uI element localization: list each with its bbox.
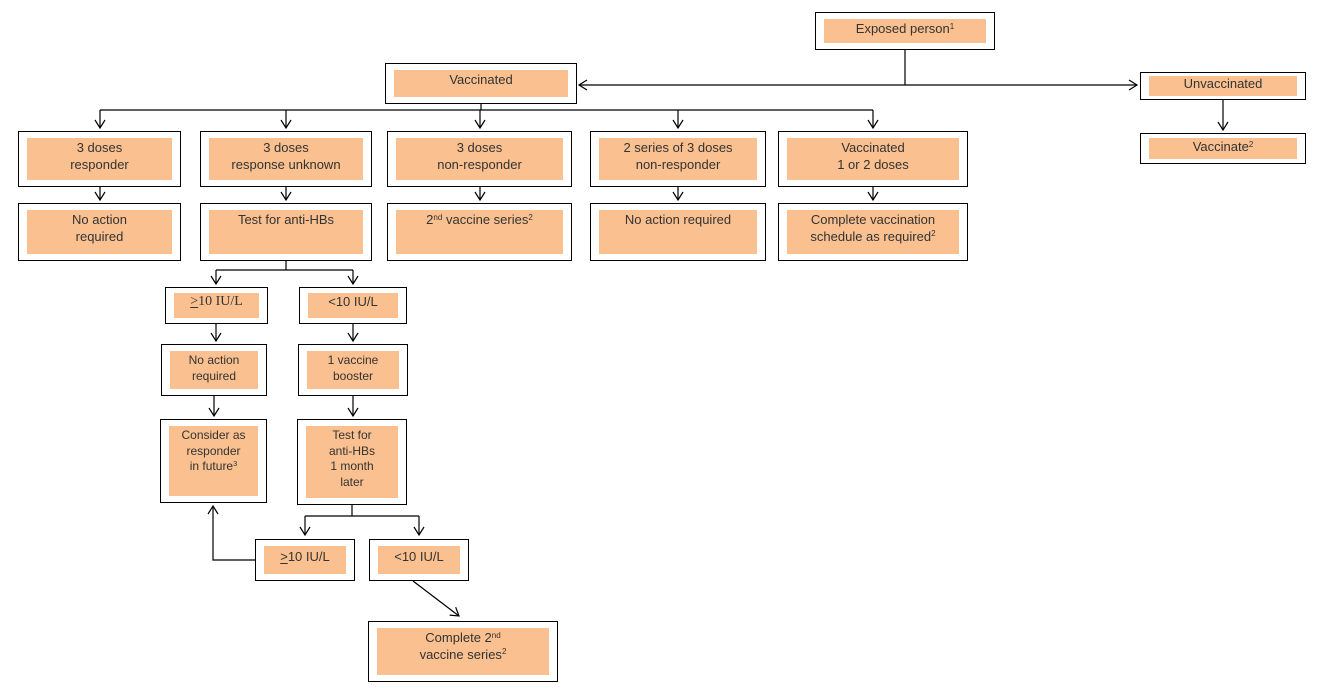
node-ge10-iul-2-label: >10 IU/L <box>264 546 346 574</box>
node-lt10-iul-1-label: <10 IU/L <box>308 293 398 318</box>
connector-test1month-down <box>305 505 419 517</box>
node-ge10-iul-1-label: >10 IU/L <box>174 293 259 318</box>
node-vaccinate: Vaccinate2 <box>1140 133 1306 164</box>
node-exposed-person: Exposed person1 <box>815 12 995 50</box>
node-vaccinated: Vaccinated <box>385 63 577 104</box>
node-ge10-iul-1: >10 IU/L <box>165 287 268 324</box>
node-no-action-required-2-label: No action required <box>599 210 757 254</box>
node-2nd-vaccine-series-label: 2nd vaccine series2 <box>396 210 563 254</box>
node-vaccinated-label: Vaccinated <box>394 70 568 97</box>
node-lt10-iul-2-label: <10 IU/L <box>378 546 460 574</box>
node-ge10-iul-2: >10 IU/L <box>255 539 355 581</box>
node-2nd-vaccine-series: 2nd vaccine series2 <box>387 203 572 261</box>
node-unvaccinated-label: Unvaccinated <box>1149 76 1297 96</box>
node-no-action-required-2: No action required <box>590 203 766 261</box>
node-unvaccinated: Unvaccinated <box>1140 72 1306 100</box>
node-exposed-person-label: Exposed person1 <box>824 19 986 43</box>
connector-lt10b-complete2nd <box>412 580 460 617</box>
connector-test-down <box>216 261 353 271</box>
node-lt10-iul-2: <10 IU/L <box>369 539 469 581</box>
node-test-anti-hbs-label: Test for anti-HBs <box>209 210 363 254</box>
connector-ge10b-consider <box>207 504 255 561</box>
node-vaccinate-label: Vaccinate2 <box>1149 138 1297 159</box>
node-lt10-iul-1: <10 IU/L <box>299 287 407 324</box>
node-test-anti-hbs: Test for anti-HBs <box>200 203 372 261</box>
